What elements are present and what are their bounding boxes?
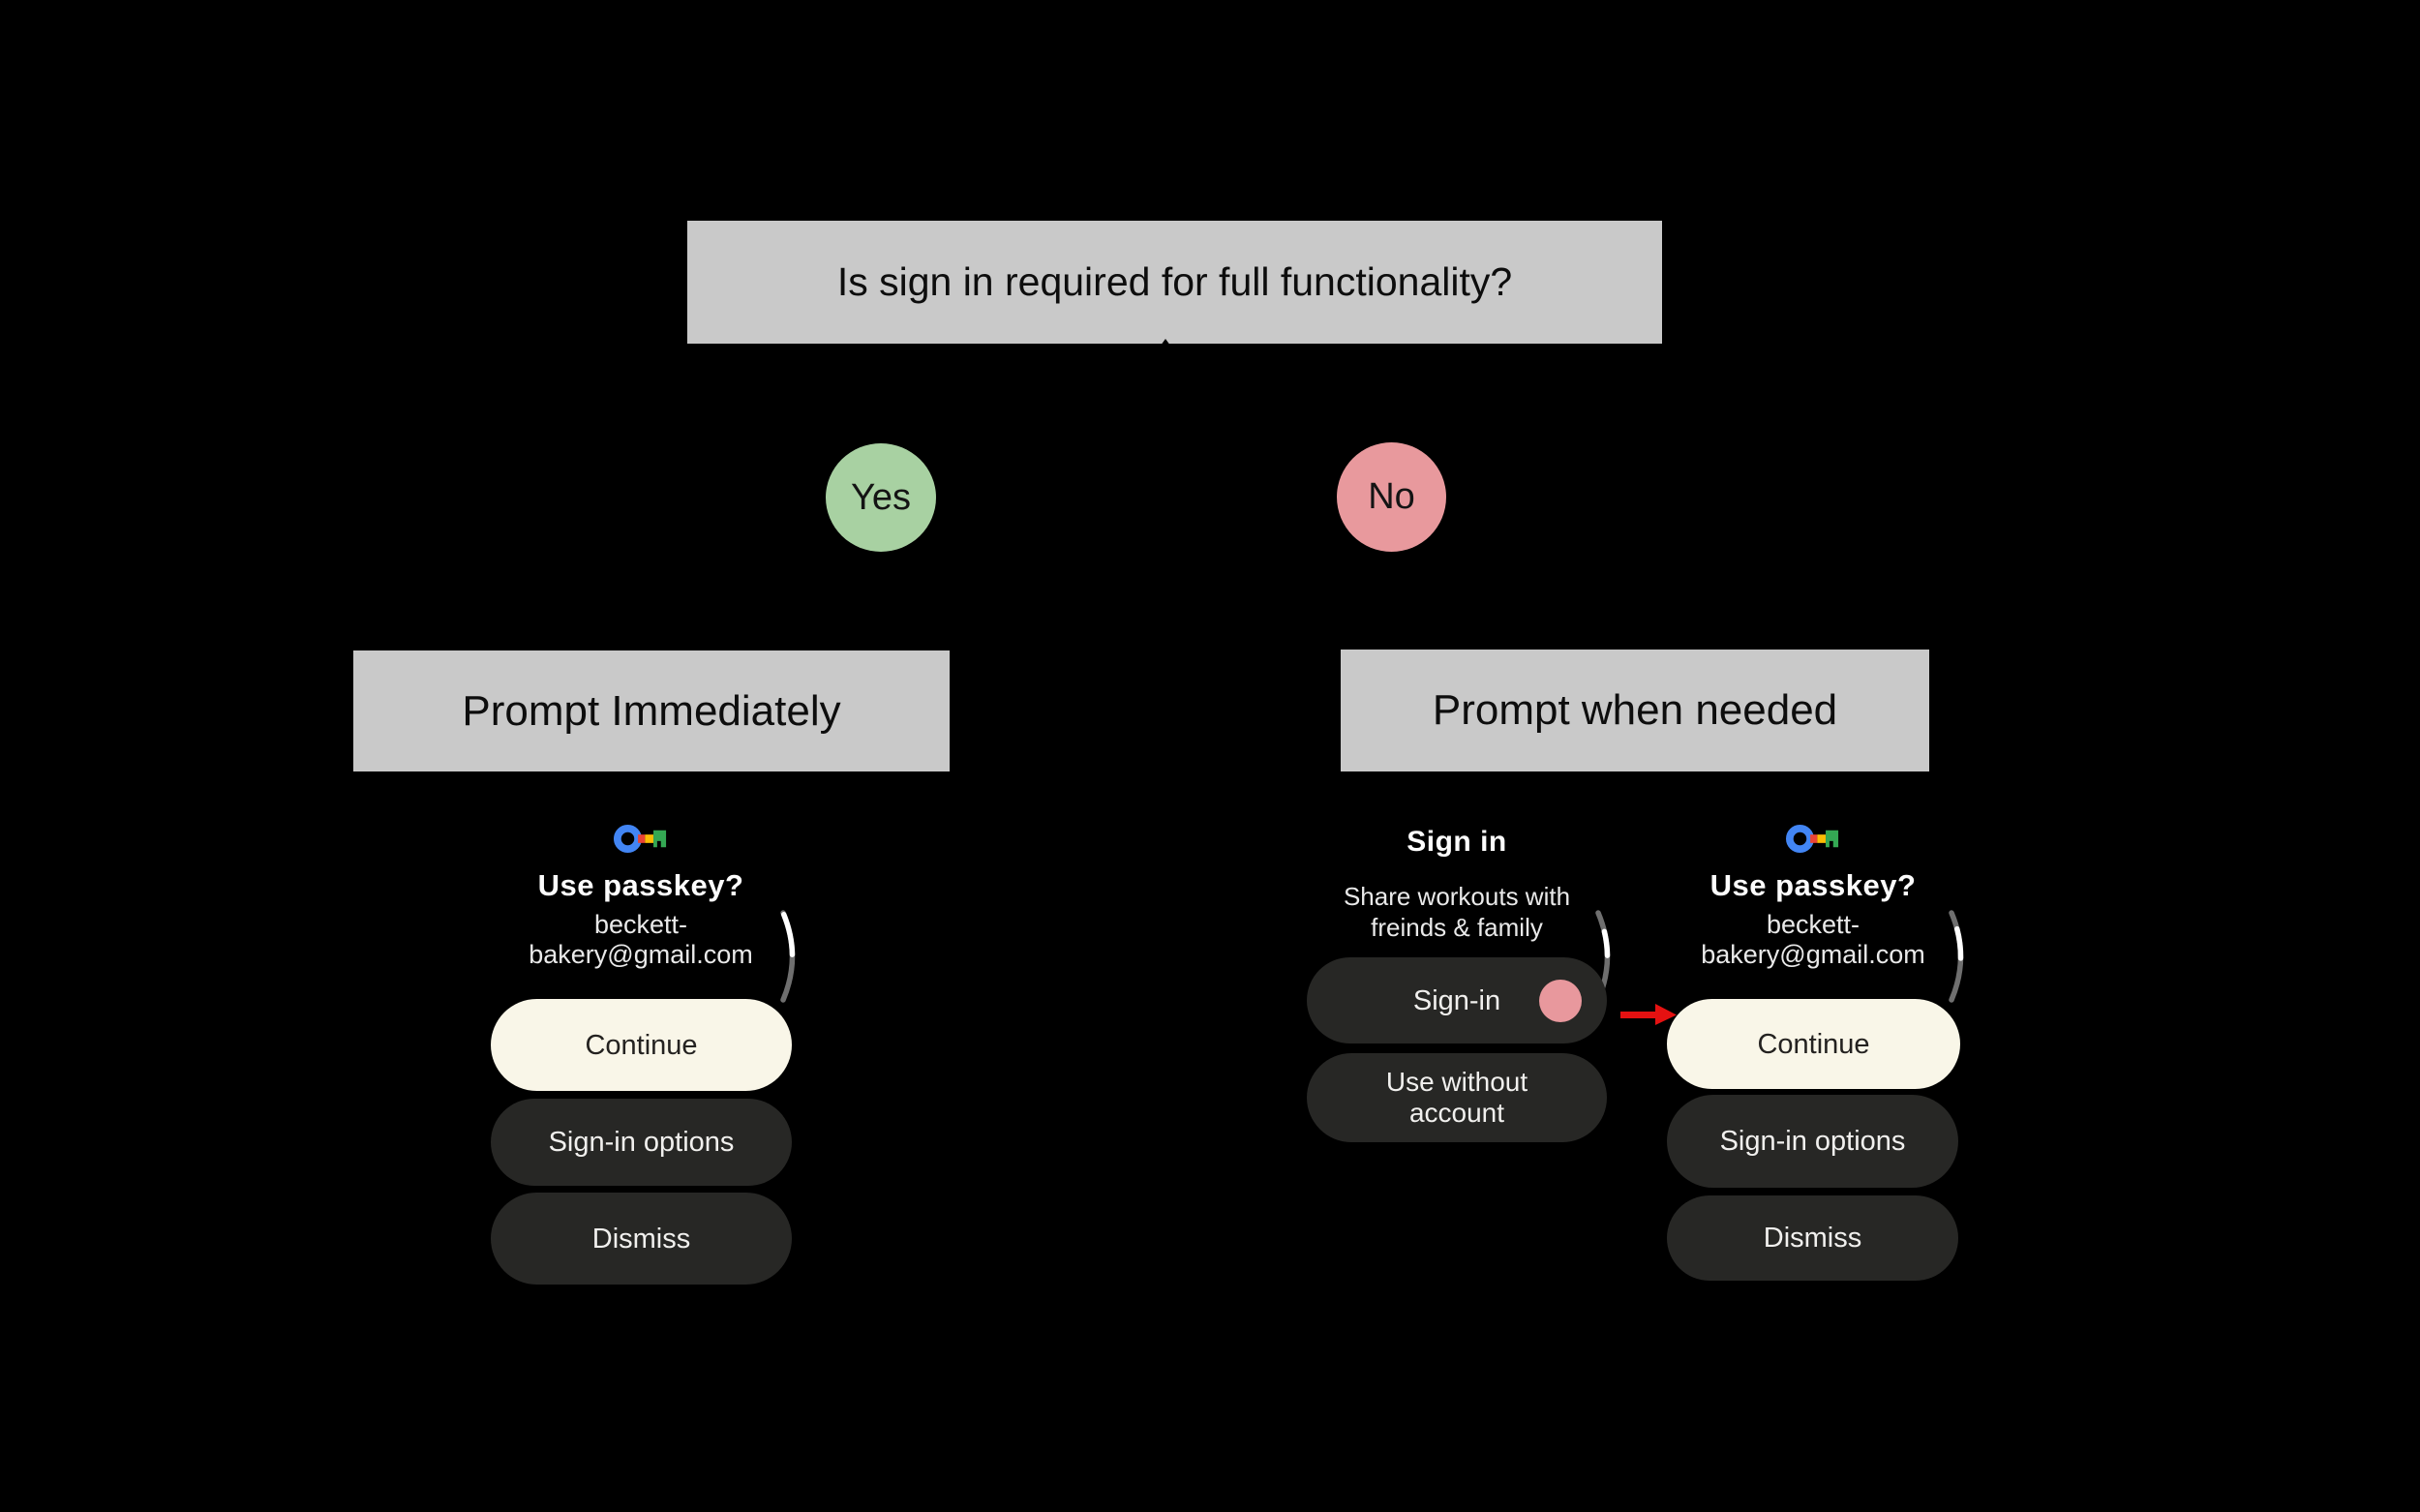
- signin-options-button[interactable]: Sign-in options: [1667, 1095, 1958, 1188]
- signin-button[interactable]: Sign-in: [1307, 957, 1607, 1043]
- scroll-indicator: [780, 910, 796, 1003]
- continue-label: Continue: [585, 1029, 698, 1061]
- account-email-line1: beckett-: [1766, 910, 1860, 939]
- dismiss-button[interactable]: Dismiss: [491, 1193, 792, 1285]
- account-email-line2: bakery@gmail.com: [1701, 940, 1925, 969]
- outcome-immediate-text: Prompt Immediately: [462, 686, 841, 735]
- passkey-key-icon: [614, 825, 667, 853]
- signin-subtitle: Share workouts with freinds & family: [1254, 881, 1660, 943]
- yes-label: Yes: [851, 476, 911, 518]
- signin-label: Sign-in: [1412, 984, 1501, 1016]
- continue-label: Continue: [1757, 1028, 1870, 1060]
- signin-subtitle-line2: freinds & family: [1371, 913, 1543, 942]
- use-without-account-line2: account: [1408, 1098, 1505, 1128]
- scroll-indicator: [1949, 910, 1964, 1003]
- question-box: Is sign in required for full functionali…: [687, 221, 1662, 344]
- dismiss-label: Dismiss: [1763, 1223, 1862, 1254]
- no-label: No: [1368, 476, 1415, 517]
- dismiss-label: Dismiss: [591, 1223, 691, 1255]
- yes-circle: Yes: [826, 443, 936, 552]
- use-without-account-button[interactable]: Use without account: [1307, 1053, 1607, 1142]
- account-email-line1: beckett-: [593, 910, 688, 939]
- account-email-line2: bakery@gmail.com: [529, 940, 753, 969]
- pointer-arrow-icon: [1620, 1004, 1677, 1025]
- passkey-key-icon: [1786, 825, 1839, 853]
- question-text: Is sign in required for full functionali…: [836, 259, 1513, 304]
- dismiss-button[interactable]: Dismiss: [1667, 1195, 1958, 1281]
- connector-arrowhead-title: [1158, 339, 1173, 349]
- passkey-title: Use passkey?: [1709, 868, 1917, 902]
- signin-title: Sign in: [1407, 826, 1507, 858]
- account-email: beckett- bakery@gmail.com: [1610, 910, 2016, 970]
- continue-button[interactable]: Continue: [1667, 999, 1960, 1089]
- outcome-when-needed-text: Prompt when needed: [1432, 686, 1838, 734]
- use-without-account-line1: Use without: [1385, 1067, 1528, 1097]
- outcome-box-immediate: Prompt Immediately: [353, 650, 950, 771]
- signin-options-label: Sign-in options: [548, 1127, 735, 1158]
- no-circle: No: [1337, 442, 1446, 552]
- signin-options-label: Sign-in options: [1719, 1126, 1906, 1157]
- passkey-title: Use passkey?: [537, 868, 744, 902]
- tap-indicator: [1539, 980, 1582, 1022]
- account-email: beckett- bakery@gmail.com: [438, 910, 844, 970]
- signin-subtitle-line1: Share workouts with: [1343, 882, 1571, 911]
- signin-options-button[interactable]: Sign-in options: [491, 1099, 792, 1186]
- outcome-box-when-needed: Prompt when needed: [1341, 650, 1929, 771]
- continue-button[interactable]: Continue: [491, 999, 792, 1091]
